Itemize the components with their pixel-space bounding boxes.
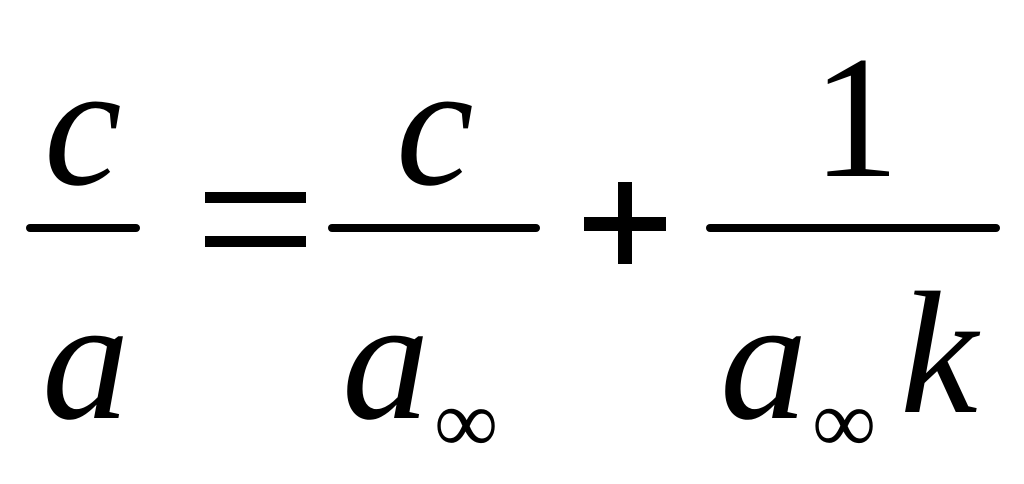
term1-numerator: c — [396, 28, 474, 222]
plus-sign-vertical — [618, 182, 632, 264]
term2-denominator-k: k — [900, 256, 978, 450]
lhs-denominator: a — [42, 262, 130, 456]
equals-sign-bottom-bar — [205, 236, 306, 247]
term2-fraction-bar — [706, 224, 1000, 232]
term1-subscript-infinity: ∞ — [434, 373, 499, 472]
term2-subscript-infinity: ∞ — [812, 373, 877, 472]
lhs-fraction-bar — [26, 224, 140, 232]
term1-denominator: a — [342, 262, 430, 456]
term2-denominator: a — [720, 262, 808, 456]
term2-numerator: 1 — [812, 20, 900, 214]
term1-fraction-bar — [328, 224, 540, 232]
equals-sign-top-bar — [205, 192, 306, 203]
lhs-numerator: c — [44, 28, 122, 222]
